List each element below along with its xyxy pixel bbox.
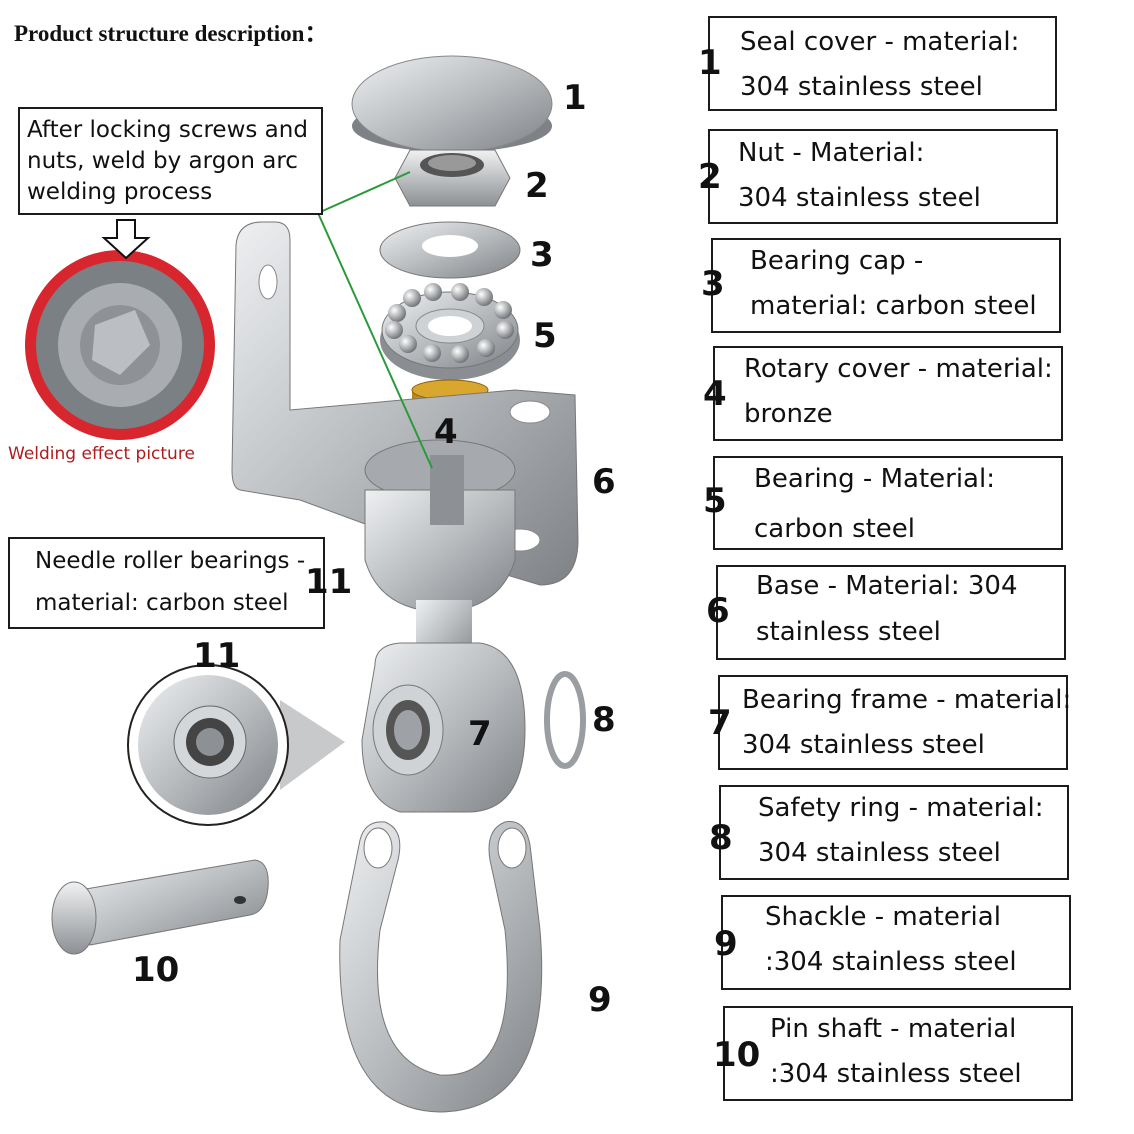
part-line: material: carbon steel bbox=[750, 291, 1037, 321]
diagram-number: 11 bbox=[193, 636, 241, 676]
part-line: Nut - Material: bbox=[738, 138, 925, 168]
part-line: Bearing - Material: bbox=[754, 464, 995, 494]
bearing-frame-part bbox=[361, 642, 526, 813]
part-line: Seal cover - material: bbox=[740, 27, 1020, 57]
needle-note-line: Needle roller bearings - bbox=[35, 548, 306, 574]
diagram-number: 7 bbox=[468, 714, 492, 754]
diagram-number: 2 bbox=[525, 166, 549, 206]
part-line: stainless steel bbox=[756, 617, 941, 647]
seal-cover-part bbox=[351, 55, 553, 153]
part-line: Bearing frame - material: bbox=[742, 685, 1072, 715]
safety-ring-part bbox=[544, 671, 586, 769]
part-line: 304 stainless steel bbox=[740, 72, 983, 102]
welding-note-line: nuts, weld by argon arc bbox=[27, 148, 298, 174]
part-description-box: 6 Base - Material: 304 stainless steel bbox=[706, 565, 1066, 660]
diagram-number: 6 bbox=[592, 462, 616, 502]
part-description-box: 10 Pin shaft - material :304 stainless s… bbox=[713, 1006, 1073, 1101]
leader-line bbox=[317, 171, 433, 469]
part-number: 10 bbox=[713, 1035, 761, 1075]
welding-note-box: After locking screws and nuts, weld by a… bbox=[18, 107, 323, 215]
part-description-box: 4 Rotary cover - material: bronze bbox=[703, 346, 1063, 441]
bearing-cap-part bbox=[379, 221, 521, 279]
part-line: 304 stainless steel bbox=[758, 838, 1001, 868]
part-number: 6 bbox=[706, 591, 730, 631]
diagram-number: 9 bbox=[588, 980, 612, 1020]
part-number: 2 bbox=[698, 157, 722, 197]
welding-effect-picture bbox=[25, 250, 215, 440]
part-number: 8 bbox=[709, 818, 733, 858]
needle-note-line: material: carbon steel bbox=[35, 590, 289, 616]
part-line: bronze bbox=[744, 399, 833, 429]
part-number: 9 bbox=[714, 924, 738, 964]
part-number: 7 bbox=[708, 703, 732, 743]
needle-bearing-zoom bbox=[127, 664, 345, 826]
welding-note-line: After locking screws and bbox=[27, 117, 308, 143]
diagram-number: 5 bbox=[533, 316, 557, 356]
part-line: :304 stainless steel bbox=[765, 947, 1017, 977]
nut-part bbox=[394, 149, 511, 207]
part-line: 304 stainless steel bbox=[738, 183, 981, 213]
part-description-box: 9 Shackle - material :304 stainless stee… bbox=[714, 895, 1071, 990]
part-line: Shackle - material bbox=[765, 902, 1001, 932]
diagram-number: 10 bbox=[132, 950, 180, 990]
pin-shaft-part bbox=[51, 859, 269, 955]
part-line: :304 stainless steel bbox=[770, 1059, 1022, 1089]
bearing-part bbox=[380, 283, 520, 380]
diagram-number: 1 bbox=[563, 78, 587, 118]
part-description-box: 8 Safety ring - material: 304 stainless … bbox=[709, 785, 1069, 880]
diagram-number: 4 bbox=[434, 412, 458, 452]
part-description-box: 3 Bearing cap - material: carbon steel bbox=[701, 238, 1061, 333]
part-line: Pin shaft - material bbox=[770, 1014, 1017, 1044]
part-line: Bearing cap - bbox=[750, 246, 924, 276]
welding-caption: Welding effect picture bbox=[8, 444, 195, 464]
part-description-box: 5 Bearing - Material: carbon steel bbox=[703, 456, 1063, 550]
part-number: 4 bbox=[703, 374, 727, 414]
shackle-part bbox=[339, 820, 543, 1113]
part-description-box: 1 Seal cover - material: 304 stainless s… bbox=[698, 16, 1057, 111]
part-line: Rotary cover - material: bbox=[744, 354, 1053, 384]
diagram-number: 3 bbox=[530, 235, 554, 275]
part-line: carbon steel bbox=[754, 514, 916, 544]
diagram-number: 8 bbox=[592, 700, 616, 740]
page-title: Product structure description： bbox=[14, 21, 328, 46]
needle-note-box: Needle roller bearings - material: carbo… bbox=[8, 537, 325, 629]
part-line: Safety ring - material: bbox=[758, 793, 1044, 823]
part-number: 3 bbox=[701, 264, 725, 304]
part-description-box: 2 Nut - Material: 304 stainless steel bbox=[698, 129, 1058, 224]
part-description-box: 7 Bearing frame - material: 304 stainles… bbox=[708, 675, 1072, 770]
part-number: 5 bbox=[703, 481, 727, 521]
diagram-number: 11 bbox=[305, 562, 353, 602]
part-line: 304 stainless steel bbox=[742, 730, 985, 760]
down-arrow-icon bbox=[101, 219, 151, 260]
welding-note-line: welding process bbox=[27, 179, 213, 205]
part-line: Base - Material: 304 bbox=[756, 571, 1018, 601]
part-number: 1 bbox=[698, 43, 722, 83]
